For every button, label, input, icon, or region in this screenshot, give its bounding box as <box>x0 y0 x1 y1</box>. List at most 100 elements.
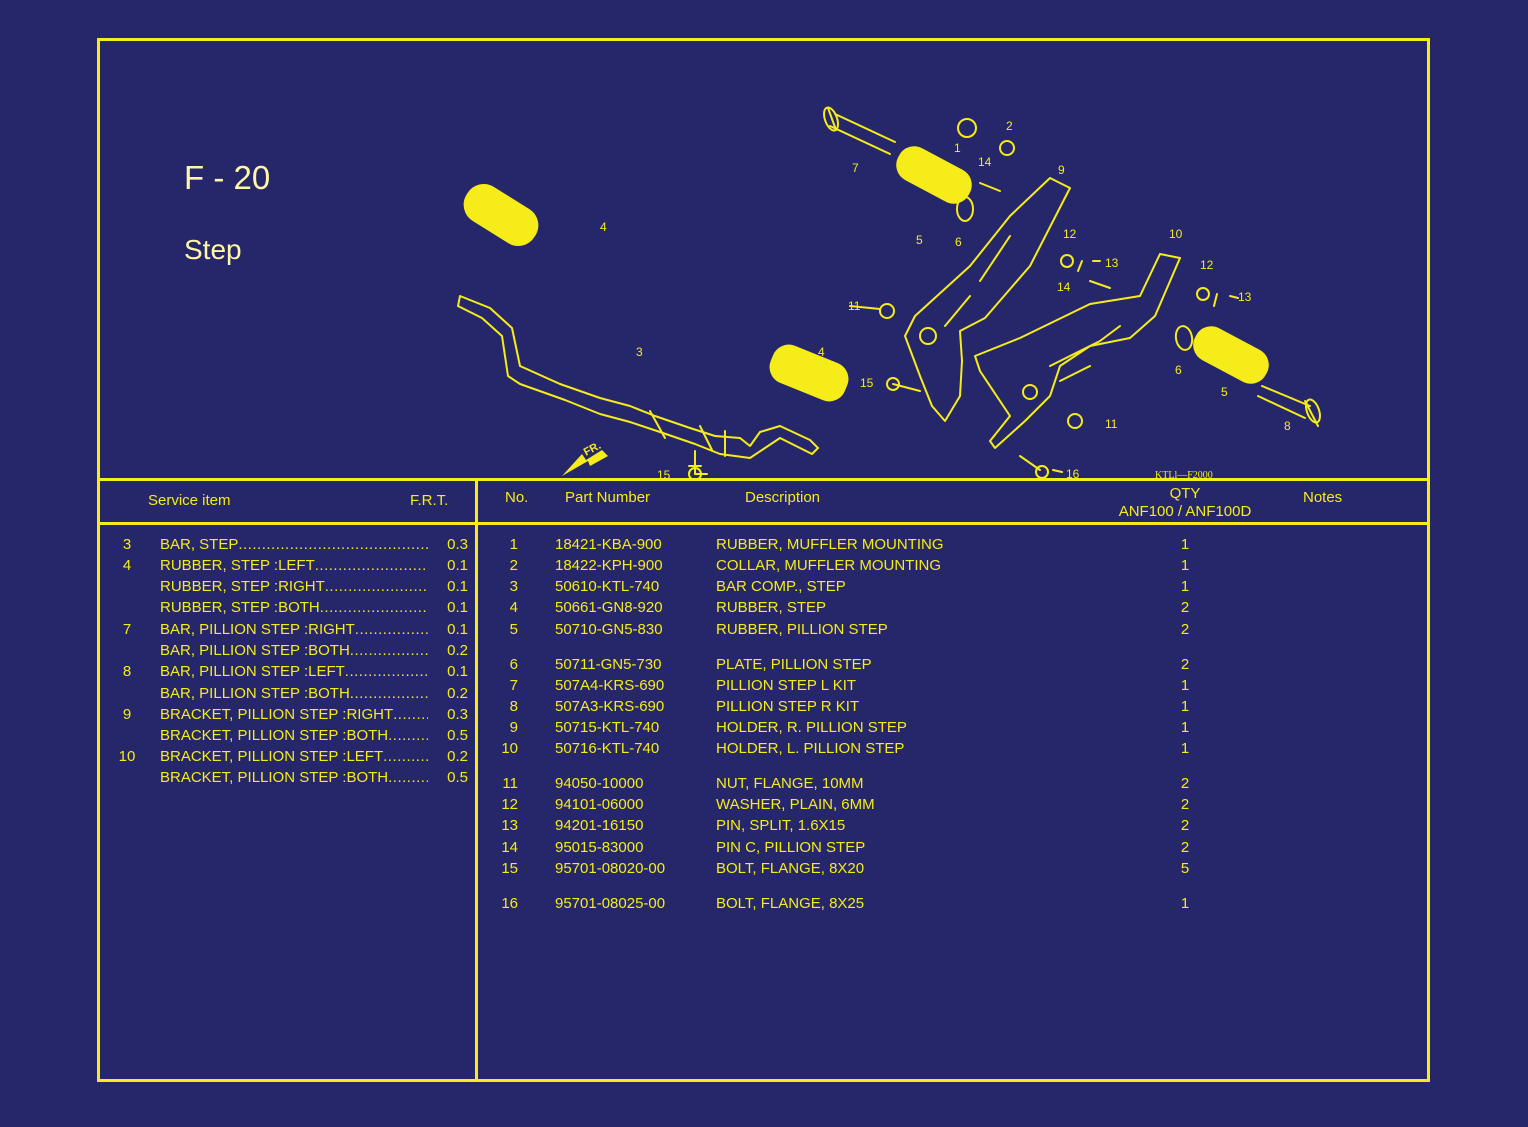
service-item-row: BRACKET, PILLION STEP :BOTH 0.5 <box>108 767 468 788</box>
notes-header: Notes <box>1303 489 1343 506</box>
part-qty: 2 <box>1180 621 1190 638</box>
qty-models: ANF100 / ANF100D <box>1118 503 1252 520</box>
service-item-name: BAR, PILLION STEP :BOTH <box>160 683 428 704</box>
part-description: PLATE, PILLION STEP <box>716 656 872 673</box>
service-item-frt: 0.3 <box>447 536 468 553</box>
service-item-name: BRACKET, PILLION STEP :RIGHT <box>160 704 428 725</box>
part-qty: 2 <box>1180 817 1190 834</box>
callout-9: 9 <box>1058 163 1065 177</box>
qty-label: QTY <box>1169 485 1201 502</box>
service-item-row: RUBBER, STEP :RIGHT 0.1 <box>108 576 468 597</box>
service-item-row: RUBBER, STEP :BOTH0.1 <box>108 597 468 618</box>
part-qty: 2 <box>1180 796 1190 813</box>
part-number: 94101-06000 <box>555 796 644 813</box>
callout-3: 3 <box>636 345 643 359</box>
part-number: 18421-KBA-900 <box>555 536 662 553</box>
description-header: Description <box>745 489 821 506</box>
part-ref-no: 10 <box>501 740 518 757</box>
front-direction-arrow: FR. <box>562 440 608 476</box>
service-item-ref: 3 <box>122 536 132 553</box>
part-ref-no: 15 <box>501 860 518 877</box>
part-qty: 1 <box>1180 740 1190 757</box>
callout-6b: 6 <box>1175 363 1182 377</box>
service-item-frt: 0.1 <box>447 578 468 595</box>
page-title: Step <box>184 234 242 265</box>
part-description: COLLAR, MUFFLER MOUNTING <box>716 557 942 574</box>
parts-sheet-frame: F - 20 Step <box>97 38 1430 1082</box>
part-description: PILLION STEP R KIT <box>716 698 860 715</box>
part-qty: 5 <box>1180 860 1190 877</box>
pillion-holder-right <box>904 177 1071 422</box>
page-code: F - 20 <box>184 159 271 196</box>
callout-12b: 12 <box>1200 258 1214 272</box>
part-ref-no: 9 <box>509 719 518 736</box>
part-number: 94201-16150 <box>555 817 644 834</box>
rubber-step-right <box>769 344 849 402</box>
part-number-header: Part Number <box>565 489 651 506</box>
callout-4a: 4 <box>600 220 607 234</box>
part-qty: 1 <box>1180 719 1190 736</box>
callout-10: 10 <box>1169 227 1183 241</box>
part-number: 507A4-KRS-690 <box>555 677 665 694</box>
part-description: RUBBER, STEP <box>716 599 827 616</box>
part-qty: 1 <box>1180 557 1190 574</box>
part-qty: 2 <box>1180 599 1190 616</box>
service-item-name: RUBBER, STEP :BOTH <box>160 597 428 618</box>
callout-6a: 6 <box>955 235 962 249</box>
pillion-rubber-left <box>896 146 972 204</box>
service-item-frt: 0.2 <box>447 685 468 702</box>
service-item-frt: 0.5 <box>447 769 468 786</box>
service-item-name: BRACKET, PILLION STEP :BOTH <box>160 767 428 788</box>
part-ref-no: 2 <box>509 557 518 574</box>
callout-12a: 12 <box>1063 227 1077 241</box>
service-item-ref: 4 <box>122 557 132 574</box>
service-item-ref: 10 <box>118 748 136 765</box>
service-item-frt: 0.3 <box>447 706 468 723</box>
part-description: NUT, FLANGE, 10MM <box>716 775 864 792</box>
callout-16: 16 <box>1066 467 1080 481</box>
callout-4b: 4 <box>818 345 825 359</box>
drawing-reference: KTLl—F2000 <box>1155 470 1213 481</box>
part-description: RUBBER, PILLION STEP <box>716 621 888 638</box>
part-description: PILLION STEP L KIT <box>716 677 857 694</box>
part-number: 50716-KTL-740 <box>555 740 660 757</box>
service-item-frt: 0.2 <box>447 642 468 659</box>
callout-7: 7 <box>852 161 859 175</box>
part-ref-no: 11 <box>502 775 518 792</box>
service-item-frt: 0.1 <box>447 663 468 680</box>
pillion-holder-left <box>974 253 1181 449</box>
part-number: 94050-10000 <box>555 775 644 792</box>
service-item-frt: 0.5 <box>447 727 468 744</box>
service-item-name: RUBBER, STEP :RIGHT <box>160 576 428 597</box>
callout-14a: 14 <box>978 155 992 169</box>
part-description: BOLT, FLANGE, 8X20 <box>716 860 865 877</box>
service-item-frt: 0.1 <box>447 621 468 638</box>
part-ref-no: 5 <box>509 621 518 638</box>
callout-13a: 13 <box>1105 256 1119 270</box>
callout-1: 1 <box>954 141 961 155</box>
part-qty: 1 <box>1180 677 1190 694</box>
part-qty: 1 <box>1180 536 1190 553</box>
callout-13b: 13 <box>1238 290 1252 304</box>
callout-11a: 11 <box>848 299 861 313</box>
part-number: 50711-GN5-730 <box>555 656 662 673</box>
step-bar <box>457 295 819 459</box>
part-ref-no: 16 <box>501 895 518 912</box>
part-ref-no: 14 <box>501 839 518 856</box>
part-description: BAR COMP., STEP <box>716 578 846 595</box>
callout-5a: 5 <box>916 233 923 247</box>
header-divider <box>100 522 1427 525</box>
